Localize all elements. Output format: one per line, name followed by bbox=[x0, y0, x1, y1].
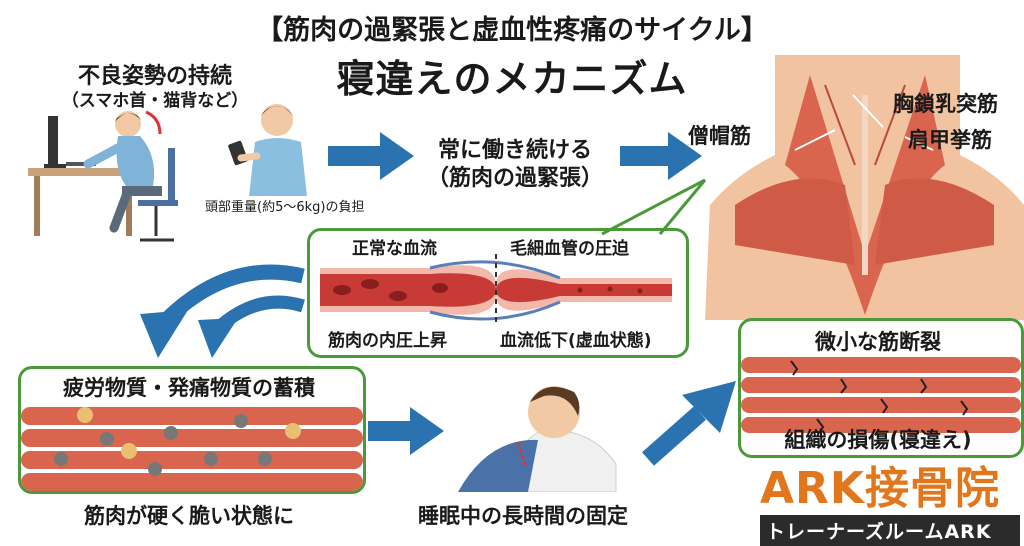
curved-arrows bbox=[140, 264, 305, 358]
flow-arrow-2 bbox=[620, 132, 702, 180]
label-scm: 胸鎖乳突筋 bbox=[893, 92, 998, 116]
flow-arrow-1 bbox=[328, 132, 414, 180]
label-trapezius: 僧帽筋 bbox=[688, 124, 751, 148]
callout-pointer bbox=[601, 178, 707, 236]
desk-worker-illustration bbox=[28, 110, 178, 242]
label-levator: 肩甲挙筋 bbox=[908, 128, 992, 152]
head-weight-note: 頭部重量(約5〜6kg)の負担 bbox=[205, 200, 365, 215]
micro-rupture-title: 微小な筋断裂 bbox=[815, 330, 941, 354]
micro-rupture-result: 組織の損傷(寝違え) bbox=[784, 428, 972, 452]
fatigue-result: 筋肉が硬く脆い状態に bbox=[84, 504, 294, 528]
clinic-logo: ARK接骨院 トレーナーズルームARK bbox=[760, 467, 1020, 546]
fatigue-title: 疲労物質・発痛物質の蓄積 bbox=[63, 376, 315, 400]
micro-rupture-callout bbox=[738, 318, 1024, 458]
tension-line1: 常に働き続ける bbox=[437, 138, 592, 163]
diagram-subtitle: 【筋肉の過緊張と虚血性疼痛のサイクル】 bbox=[256, 15, 768, 46]
tension-line2: （筋肉の過緊張） bbox=[426, 166, 603, 191]
posture-title: 不良姿勢の持続 bbox=[77, 64, 232, 89]
smartphone-user-illustration bbox=[228, 104, 307, 196]
logo-sub-text: トレーナーズルームARK bbox=[760, 515, 1020, 546]
posture-subtitle: （スマホ首・猫背など） bbox=[61, 91, 249, 111]
flow-arrow-3 bbox=[368, 407, 444, 455]
flow-arrow-4 bbox=[642, 381, 736, 466]
sleep-caption: 睡眠中の長時間の固定 bbox=[418, 504, 628, 528]
blood-vessel-diagram bbox=[320, 254, 672, 326]
fatigued-muscle-fibers bbox=[21, 407, 363, 491]
label-internal-pressure: 筋肉の内圧上昇 bbox=[328, 331, 447, 351]
neck-back-anatomy bbox=[705, 55, 1024, 320]
fatigue-callout bbox=[18, 366, 366, 494]
logo-main-text: ARK接骨院 bbox=[760, 463, 1001, 514]
sleeping-person-illustration bbox=[458, 386, 617, 492]
label-ischemia: 血流低下(虚血状態) bbox=[500, 331, 652, 351]
diagram-title: 寝違えのメカニズム bbox=[336, 57, 688, 101]
label-capillary-compression: 毛細血管の圧迫 bbox=[510, 239, 629, 259]
torn-muscle-fibers bbox=[741, 357, 1021, 434]
label-normal-flow: 正常な血流 bbox=[352, 239, 437, 259]
